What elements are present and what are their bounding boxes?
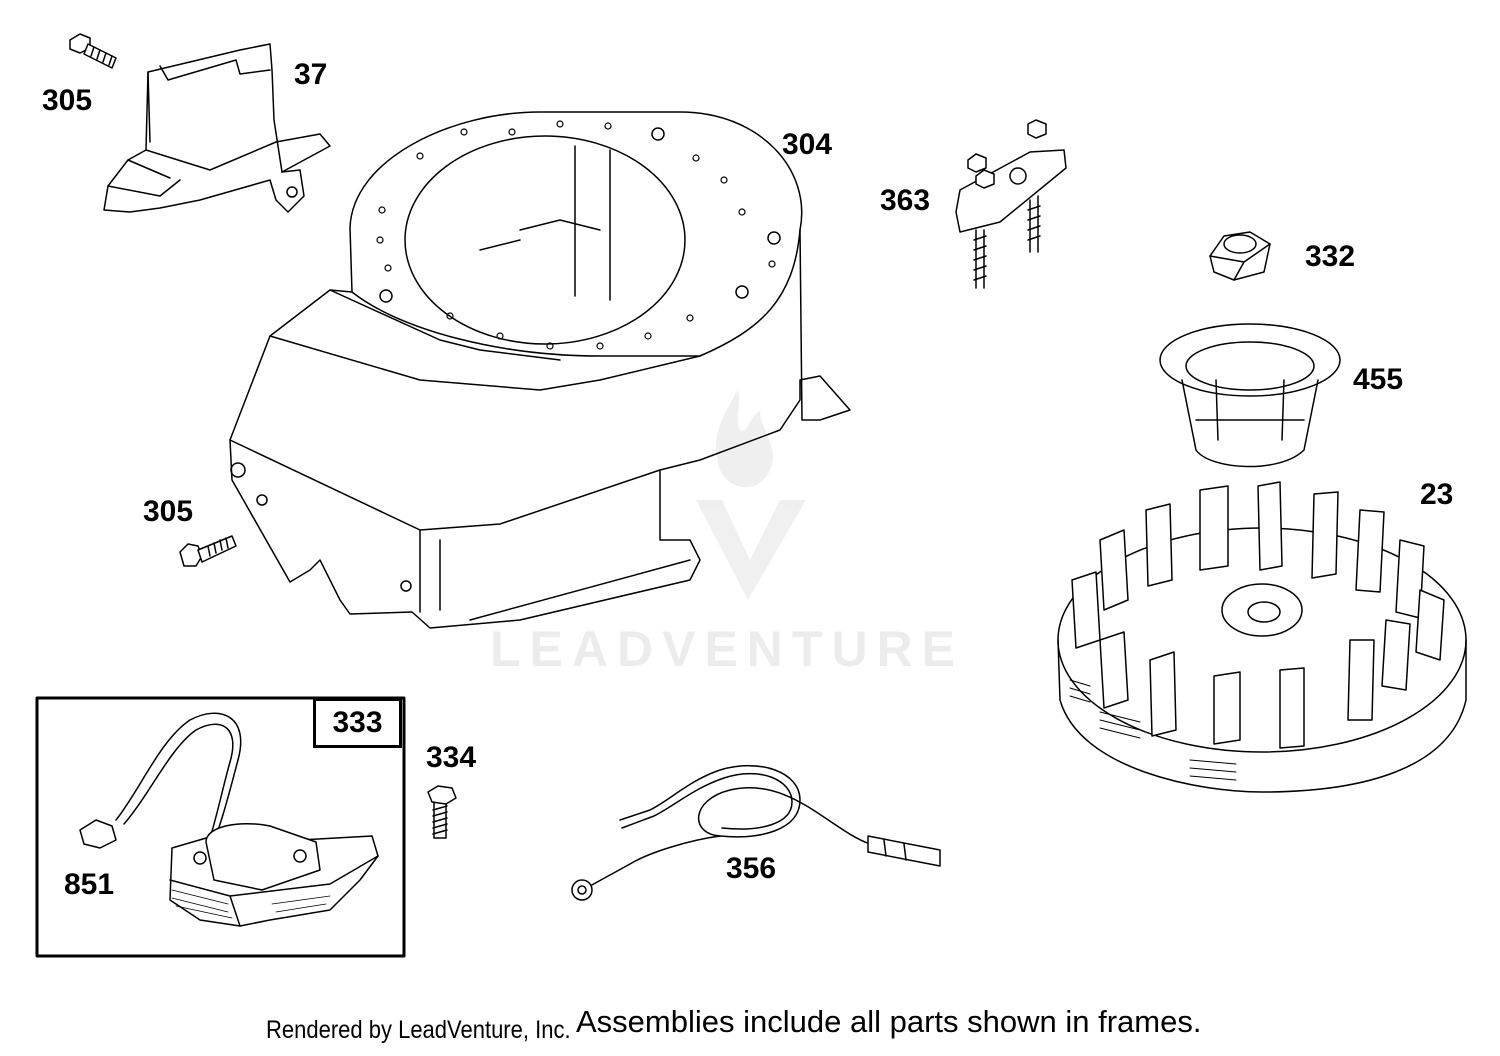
callout-304: 304 bbox=[782, 128, 833, 161]
callout-23: 23 bbox=[1420, 478, 1454, 511]
callout-305-top: 305 bbox=[42, 84, 93, 117]
ignition-module-851 bbox=[79, 712, 379, 927]
bolt-305-mid bbox=[179, 535, 237, 567]
assembly-frame-333 bbox=[35, 696, 406, 958]
callout-356: 356 bbox=[726, 852, 777, 885]
ground-wire-356 bbox=[571, 764, 941, 901]
cup-455 bbox=[1159, 323, 1341, 468]
nut-332 bbox=[1209, 231, 1271, 281]
watermark-text: LEADVENTURE bbox=[490, 621, 965, 677]
flywheel-23 bbox=[1057, 481, 1467, 793]
watermark-logo bbox=[696, 390, 806, 600]
assemblies-note: Assemblies include all parts shown in fr… bbox=[576, 1004, 1202, 1039]
callout-332: 332 bbox=[1305, 240, 1356, 273]
callout-851: 851 bbox=[64, 868, 115, 901]
callout-305-mid: 305 bbox=[143, 495, 194, 528]
rendered-by-credit: Rendered by LeadVenture, Inc. bbox=[266, 1016, 571, 1044]
callout-455: 455 bbox=[1353, 363, 1404, 396]
blower-housing-304 bbox=[229, 111, 851, 629]
callout-37: 37 bbox=[294, 58, 328, 91]
bolt-305-top bbox=[69, 33, 117, 69]
callout-333: 333 bbox=[332, 706, 383, 739]
assembly-frame-label: 333 bbox=[313, 698, 402, 748]
callout-334: 334 bbox=[426, 741, 477, 774]
callout-363: 363 bbox=[880, 184, 931, 217]
screw-334 bbox=[427, 785, 457, 839]
bracket-363 bbox=[955, 119, 1067, 289]
air-baffle-37 bbox=[103, 43, 331, 213]
